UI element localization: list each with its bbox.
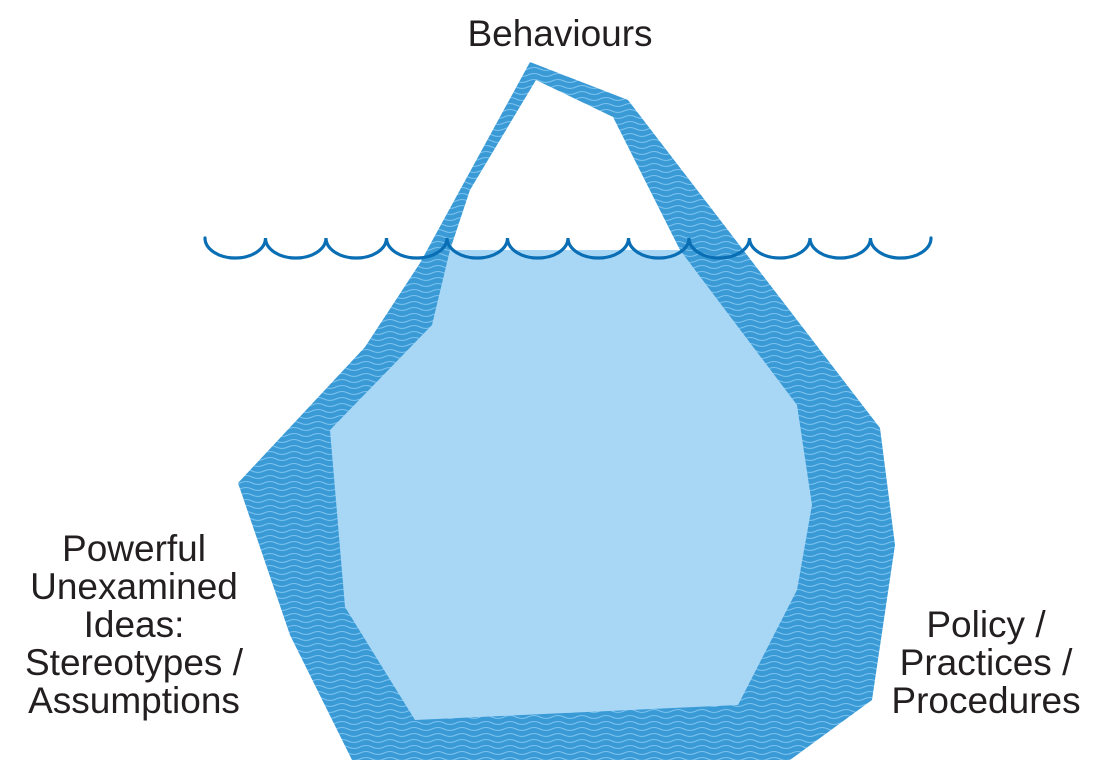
label-line: Assumptions (28, 680, 240, 721)
label-behaviours: Behaviours (400, 15, 720, 53)
label-line: Policy / (926, 604, 1046, 645)
iceberg-inner-body (330, 250, 812, 720)
label-line: Stereotypes / (24, 642, 243, 683)
label-line: Procedures (891, 680, 1081, 721)
label-line: Powerful (62, 528, 206, 569)
iceberg-tip (450, 80, 680, 250)
label-line: Behaviours (467, 13, 653, 54)
label-line: Ideas: (83, 604, 185, 645)
label-policy-practices: Policy / Practices / Procedures (870, 606, 1102, 720)
label-line: Practices / (899, 642, 1073, 683)
label-unexamined-ideas: Powerful Unexamined Ideas: Stereotypes /… (0, 530, 268, 720)
label-line: Unexamined (30, 566, 238, 607)
waterline-icon (203, 236, 933, 260)
